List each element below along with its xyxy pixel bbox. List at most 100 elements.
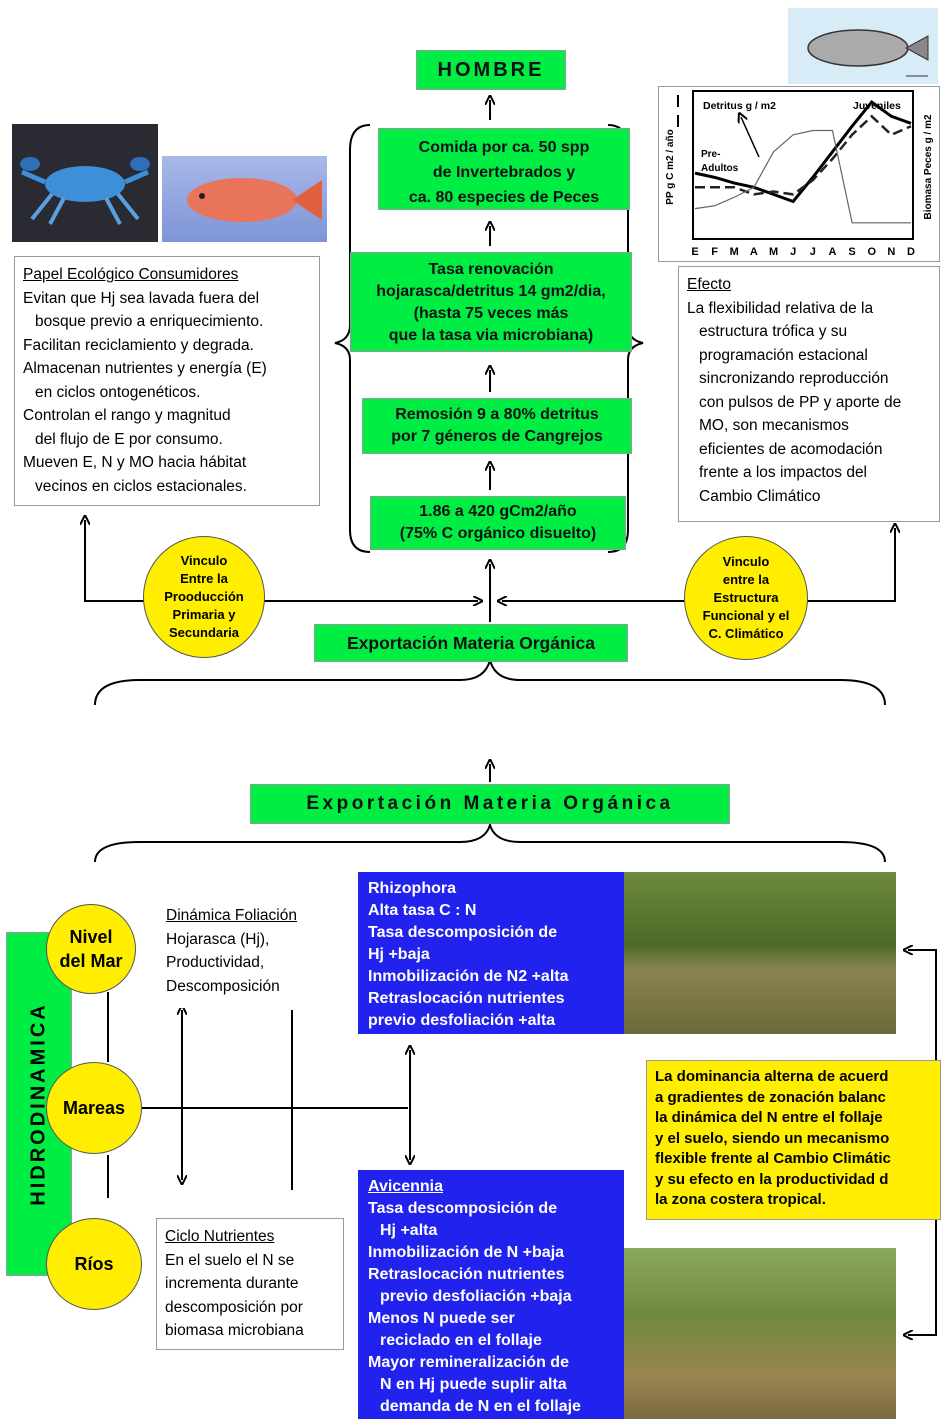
x-tick-label: J	[790, 246, 796, 258]
x-tick-label: A	[828, 246, 836, 258]
foliacion-line-2: Productividad,	[166, 954, 265, 971]
x-tick-label: S	[848, 246, 855, 258]
efecto-line-1: La flexibilidad relativa de la	[687, 299, 874, 317]
efecto-line-2: estructura trófica y su	[699, 323, 848, 340]
chart-series-3	[694, 129, 911, 224]
chart-series-2	[695, 114, 912, 196]
nivel-line-1: Nivel	[69, 927, 113, 947]
rios-label: Ríos	[74, 1253, 114, 1274]
nutrientes-line-2: incrementa durante	[165, 1275, 299, 1292]
tasa-line-2: hojarasca/detritus 14 gm2/dia,	[376, 283, 606, 300]
rhizophora-photo	[624, 872, 896, 1034]
avicennia-line-8: Mayor remineralización de	[368, 1354, 569, 1371]
vinculo-right-circle: Vinculo entre la Estructura Funcional y …	[684, 536, 808, 660]
consumidores-line-7: del flujo de E por consumo.	[35, 430, 223, 448]
detritus-arrow	[741, 117, 760, 158]
comida-box: Comida por ca. 50 spp de Invertebrados y…	[378, 128, 630, 210]
avicennia-photo	[624, 1248, 896, 1419]
flounder-image	[788, 8, 938, 84]
tasa-renovacion-box: Tasa renovación hojarasca/detritus 14 gm…	[350, 252, 632, 352]
avicennia-line-10: demanda de N en el follaje	[380, 1398, 581, 1415]
plot-frame	[692, 90, 914, 240]
detritus-label: Detritus g / m2	[703, 100, 776, 112]
y-axis-left-label: PP g C m2 / año	[665, 129, 676, 204]
efecto-lines: La flexibilidad relativa de la estructur…	[687, 297, 931, 509]
rhizophora-line-5: Inmobilización de N2 +alta	[368, 968, 569, 985]
fish-icon	[187, 178, 322, 222]
consumidores-panel: Papel Ecológico Consumidores Evitan que …	[14, 256, 320, 506]
comida-line-2: de Invertebrados y	[432, 164, 576, 181]
efecto-line-8: frente a los impactos del	[699, 464, 868, 481]
tasa-line-4: que la tasa via microbiana)	[388, 327, 594, 344]
rhizophora-line-4: Hj +baja	[368, 946, 430, 963]
foliacion-line-3: Descomposición	[166, 977, 280, 995]
vinculo-right-line-4: Funcional y el	[702, 608, 790, 623]
remosion-line-1: Remosión 9 a 80% detritus	[395, 406, 599, 423]
efecto-line-5: con pulsos de PP y aporte de	[699, 393, 902, 411]
exportacion-box-1: Exportación Materia Orgánica	[314, 624, 628, 662]
rhizophora-line-1: Rhizophora	[368, 880, 456, 897]
carbono-line-2: (75% C orgánico disuelto)	[399, 525, 597, 542]
nutrientes-title: Ciclo Nutrientes	[165, 1228, 275, 1245]
avicennia-title: Avicennia	[368, 1178, 443, 1195]
nutrientes-panel: Ciclo Nutrientes En el suelo el N se inc…	[156, 1218, 344, 1350]
x-tick-label: M	[769, 246, 778, 258]
x-tick-label: F	[711, 246, 718, 258]
remosion-box: Remosión 9 a 80% detritus por 7 géneros …	[362, 398, 632, 454]
dominancia-line-3: la dinámica del N entre el follaje	[655, 1109, 883, 1126]
dominancia-line-4: y el suelo, siendo un mecanismo	[655, 1129, 890, 1147]
nivel-mar-circle: Nivel del Mar	[46, 904, 136, 994]
carbono-box: 1.86 a 420 gCm2/año (75% C orgánico disu…	[370, 496, 626, 550]
dominancia-line-6: y su efecto en la productividad d	[655, 1170, 889, 1188]
mareas-label: Mareas	[62, 1097, 126, 1118]
preadultos-label-2: Adultos	[701, 163, 739, 174]
consumidores-line-2: bosque previo a enriquecimiento.	[35, 313, 264, 330]
crab-icon	[20, 157, 150, 225]
dominancia-line-7: la zona costera tropical.	[655, 1191, 826, 1208]
rhizophora-line-6: Retraslocación nutrientes	[368, 990, 565, 1007]
carbono-line-1: 1.86 a 420 gCm2/año	[419, 503, 577, 520]
crab-image	[12, 124, 158, 242]
avicennia-line-2: Hj +alta	[380, 1222, 438, 1239]
tasa-line-3: (hasta 75 veces más	[413, 305, 569, 322]
efecto-panel: Efecto La flexibilidad relativa de la es…	[678, 266, 940, 522]
dominancia-line-2: a gradientes de zonación balanc	[655, 1088, 886, 1106]
vinculo-left-line-3: Prooducción	[164, 589, 244, 604]
nivel-line-2: del Mar	[59, 951, 123, 971]
y-axis-right-label: Biomasa Peces g / m2	[923, 114, 934, 219]
efecto-line-9: Cambio Climático	[699, 487, 821, 505]
consumidores-line-6: Controlan el rango y magnitud	[23, 407, 231, 424]
consumidores-line-1: Evitan que Hj sea lavada fuera del	[23, 289, 260, 307]
avicennia-line-6: Menos N puede ser	[368, 1310, 515, 1327]
rhizophora-line-2: Alta tasa C : N	[368, 902, 477, 919]
foliacion-panel: Dinámica Foliación Hojarasca (Hj), Produ…	[158, 898, 332, 1008]
snapper-image	[162, 156, 327, 242]
vinculo-right-line-5: C. Climático	[708, 626, 784, 641]
mareas-circle: Mareas	[46, 1062, 142, 1154]
efecto-title: Efecto	[687, 276, 731, 293]
efecto-line-3: programación estacional	[699, 346, 868, 364]
avicennia-line-4: Retraslocación nutrientes	[368, 1266, 565, 1283]
comida-line-3: ca. 80 especies de Peces	[408, 189, 600, 206]
nutrientes-line-1: En el suelo el N se	[165, 1251, 295, 1269]
vinculo-right-line-2: entre la	[722, 572, 770, 587]
x-tick-label: N	[887, 246, 895, 258]
avicennia-line-9: N en Hj puede suplir alta	[380, 1376, 567, 1393]
x-tick-label: A	[750, 246, 758, 258]
tasa-line-1: Tasa renovación	[428, 261, 554, 278]
hombre-box: HOMBRE	[416, 50, 566, 90]
consumidores-line-4: Almacenan nutrientes y energía (E)	[23, 360, 267, 377]
avicennia-line-1: Tasa descomposición de	[368, 1200, 558, 1217]
nutrientes-line-4: biomasa microbiana	[165, 1322, 304, 1339]
flounder-icon	[807, 29, 929, 77]
consumidores-lines: Evitan que Hj sea lavada fuera del bosqu…	[23, 287, 311, 499]
consumidores-line-9: vecinos en ciclos estacionales.	[35, 477, 247, 495]
vinculo-left-line-5: Secundaria	[168, 625, 240, 640]
rios-circle: Ríos	[46, 1218, 142, 1310]
chart-canvas: PP g C m2 / año Biomasa Peces g / m2 Det…	[665, 90, 934, 258]
x-tick-label: D	[907, 246, 915, 258]
rhizophora-line-3: Tasa descomposición de	[368, 924, 558, 941]
foliacion-title: Dinámica Foliación	[166, 907, 297, 924]
comida-line-1: Comida por ca. 50 spp	[418, 139, 590, 156]
consumidores-line-8: Mueven E, N y MO hacia hábitat	[23, 454, 247, 471]
